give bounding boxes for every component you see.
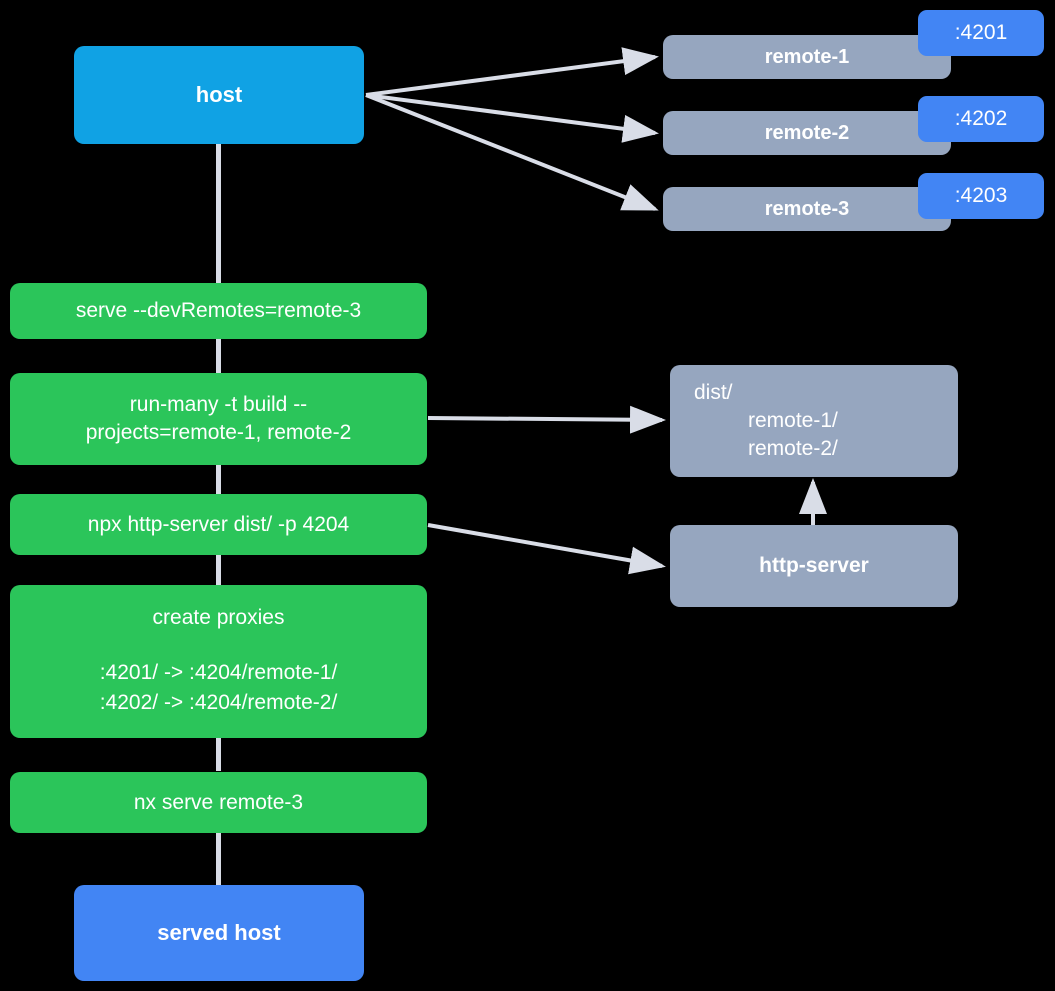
node-served-host-label: served host	[157, 920, 281, 946]
node-command-serve[interactable]: serve --devRemotes=remote-3	[10, 283, 427, 339]
proxy-mapping-1: :4201/ -> :4204/remote-1/	[99, 660, 338, 684]
node-http-server[interactable]: http-server	[670, 525, 958, 607]
badge-port-4201-label: :4201	[954, 21, 1008, 45]
dist-child-remote-1: remote-1/	[748, 409, 838, 433]
node-command-create-proxies[interactable]: create proxies :4201/ -> :4204/remote-1/…	[10, 585, 427, 738]
node-host-label: host	[195, 82, 243, 108]
create-proxies-title: create proxies	[152, 606, 285, 630]
node-remote-2-label: remote-2	[764, 121, 850, 144]
edge-runmany-to-dist	[427, 405, 666, 434]
badge-port-4201[interactable]: :4201	[918, 10, 1044, 56]
command-nx-serve-line-1: nx serve remote-3	[133, 790, 304, 814]
proxy-mapping-2: :4202/ -> :4204/remote-2/	[99, 691, 338, 715]
edge-host-to-remote-2	[365, 93, 659, 143]
dist-child-remote-2: remote-2/	[748, 436, 838, 460]
badge-port-4203[interactable]: :4203	[918, 173, 1044, 219]
node-remote-1-label: remote-1	[764, 45, 850, 68]
connector-host-to-serve	[216, 144, 221, 285]
connector-proxies-to-nxserve	[216, 737, 221, 771]
node-served-host[interactable]: served host	[74, 885, 364, 981]
command-serve-line-1: serve --devRemotes=remote-3	[75, 299, 362, 323]
command-run-many-line-2: projects=remote-1, remote-2	[85, 421, 352, 444]
badge-port-4202[interactable]: :4202	[918, 96, 1044, 142]
node-command-nx-serve-remote-3[interactable]: nx serve remote-3	[10, 772, 427, 833]
command-http-server-line-1: npx http-server dist/ -p 4204	[87, 512, 350, 536]
edge-host-to-remote-1	[365, 47, 659, 97]
badge-port-4203-label: :4203	[954, 184, 1008, 208]
connector-serve-to-runmany	[216, 338, 221, 374]
edge-host-to-remote-3	[365, 93, 659, 211]
create-proxies-mappings: :4201/ -> :4204/remote-1/ :4202/ -> :420…	[100, 658, 338, 719]
node-remote-3-label: remote-3	[764, 197, 850, 220]
node-remote-1[interactable]: remote-1	[663, 35, 951, 79]
node-dist-folder[interactable]: dist/ remote-1/ remote-2/	[670, 365, 958, 477]
node-http-server-label: http-server	[759, 554, 869, 578]
connector-httpserver-to-proxies	[216, 554, 221, 586]
command-run-many-line-1: run-many -t build --	[129, 393, 308, 417]
dist-root-label: dist/	[694, 381, 733, 405]
node-host[interactable]: host	[74, 46, 364, 144]
node-command-run-many[interactable]: run-many -t build -- projects=remote-1, …	[10, 373, 427, 465]
node-remote-2[interactable]: remote-2	[663, 111, 951, 155]
node-command-http-server[interactable]: npx http-server dist/ -p 4204	[10, 494, 427, 555]
badge-port-4202-label: :4202	[954, 107, 1008, 131]
connector-runmany-to-httpserver	[216, 464, 221, 494]
edge-httpcmd-to-server	[427, 523, 666, 575]
node-remote-3[interactable]: remote-3	[663, 187, 951, 231]
connector-nxserve-to-servedhost	[216, 833, 221, 885]
